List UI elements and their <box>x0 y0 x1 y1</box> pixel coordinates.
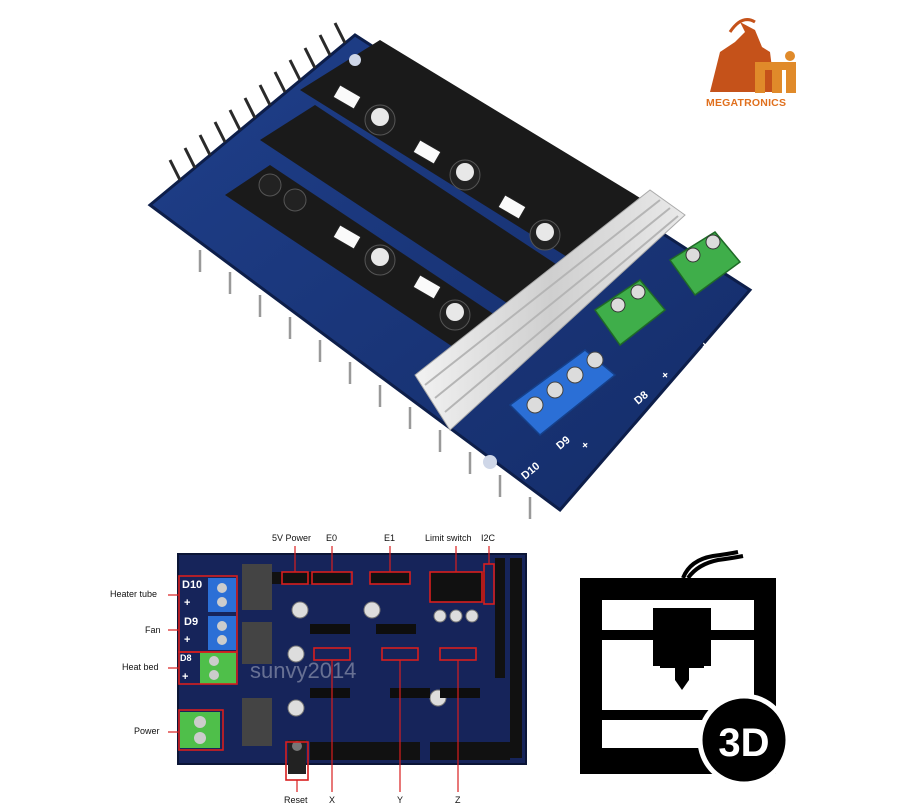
green-terminal-blocks <box>593 231 742 347</box>
terminal-label-d10: D10 <box>182 579 202 591</box>
board-photo: D10 D9 D8 + + + <box>147 22 753 519</box>
3d-printer-icon: 3D <box>580 550 791 785</box>
highlight-power <box>178 709 224 751</box>
label-5v-power: 5V Power <box>272 533 312 543</box>
label-y: Y <box>397 795 404 805</box>
terminal-label-d9: D9 <box>184 616 198 628</box>
terminal-label-plus-2: + <box>184 634 190 646</box>
terminal-label-plus-3: + <box>182 671 188 683</box>
label-reset: Reset <box>284 795 308 805</box>
label-heater-tube: Heater tube <box>110 589 158 599</box>
megatronics-logo <box>710 18 796 93</box>
logo-brand-text: MEGATRONICS <box>706 97 787 109</box>
badge-3d-text: 3D <box>718 721 769 765</box>
annotated-board-diagram: D10 + D9 + D8 + sunvy2014 <box>168 546 527 792</box>
label-limit-switch: Limit switch <box>425 533 472 543</box>
label-power: Power <box>134 726 160 736</box>
label-e1: E1 <box>384 533 396 543</box>
silk-label-plus-3: + <box>699 339 712 352</box>
label-heat-bed: Heat bed <box>122 662 159 672</box>
blue-terminal-block <box>508 349 617 437</box>
label-fan: Fan <box>145 625 161 635</box>
label-z: Z <box>455 795 461 805</box>
label-e0: E0 <box>326 533 338 543</box>
label-i2c: I2C <box>481 533 496 543</box>
terminal-label-d8: D8 <box>180 653 192 663</box>
terminal-label-plus-1: + <box>184 597 190 609</box>
watermark: sunvy2014 <box>250 658 356 683</box>
label-x: X <box>329 795 336 805</box>
